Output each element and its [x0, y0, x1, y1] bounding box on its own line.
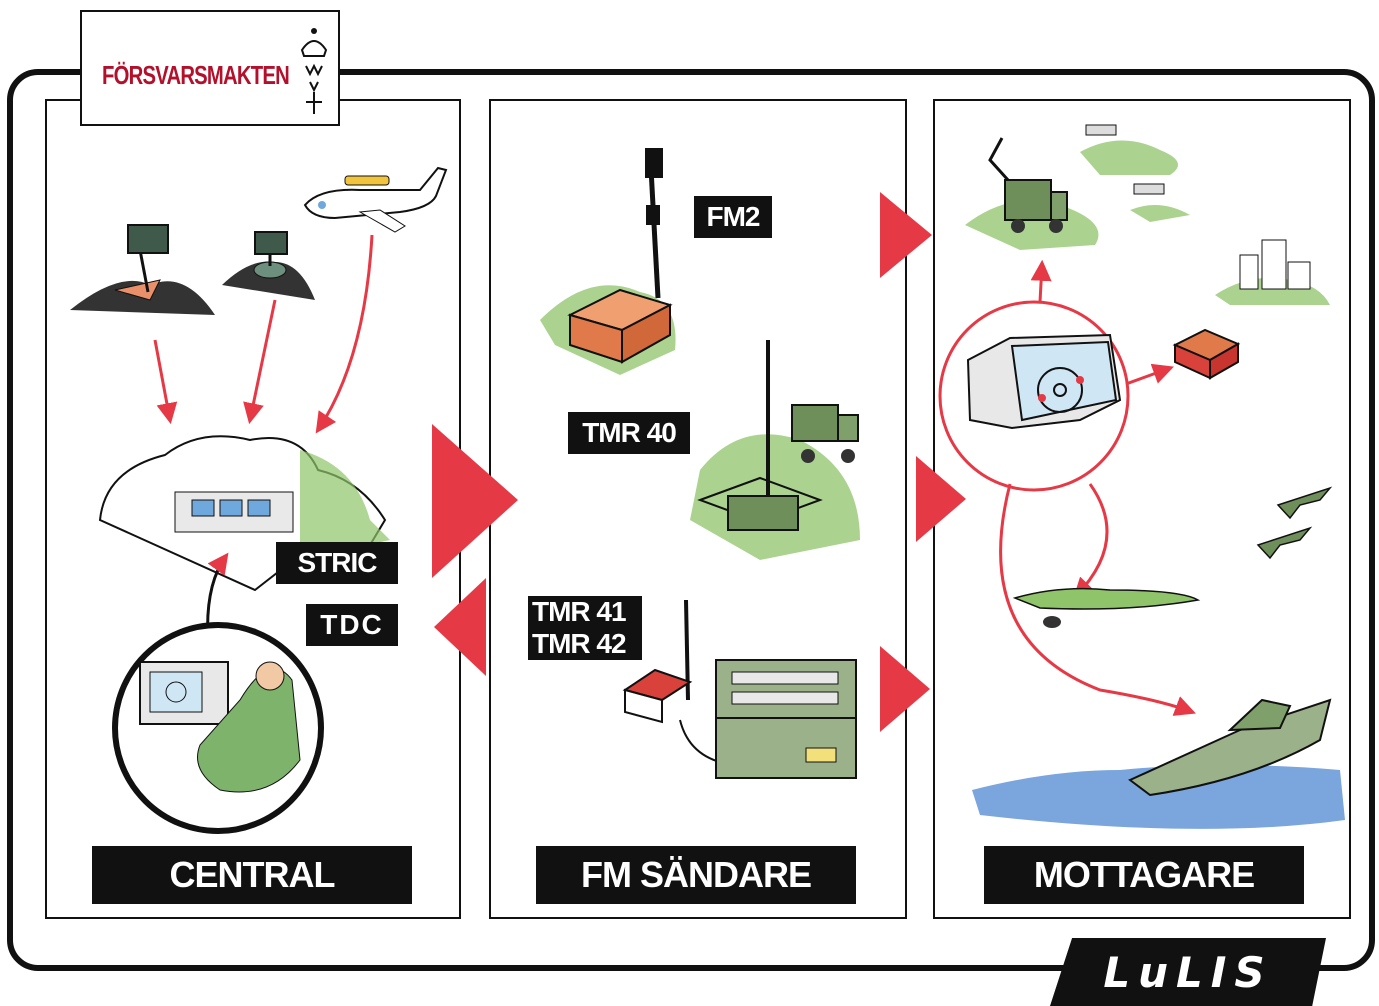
- transfer-arrow-tmr41-to-mottagare: [880, 646, 930, 732]
- transfer-arrow-fm2-to-mottagare: [880, 192, 932, 278]
- panel-title-mottagare: MOTTAGARE: [984, 846, 1304, 904]
- stric-tag: STRIC: [276, 542, 398, 584]
- city-buildings: [1215, 239, 1330, 305]
- transfer-arrow-central-to-fm: [432, 424, 518, 578]
- logo-text: FÖRSVARSMAKTEN: [102, 60, 290, 90]
- outer-frame: [7, 69, 1375, 971]
- fm2-tag: FM2: [694, 196, 772, 238]
- command-post-building: [1172, 328, 1241, 380]
- panel-title-central: CENTRAL: [92, 846, 412, 904]
- radar-station-left: [70, 224, 215, 315]
- tmr40-tag: TMR 40: [568, 412, 690, 454]
- island-terrain: [1012, 587, 1201, 628]
- receiver-truck: [965, 137, 1099, 250]
- transfer-arrow-tmr40-to-mottagare: [916, 456, 966, 542]
- fm2-transmitter-site: [540, 148, 676, 375]
- naval-vessel: [972, 698, 1345, 829]
- radar-station-center: [222, 231, 315, 300]
- receiver-display-terminal: [938, 300, 1130, 492]
- lulis-badge: LuLIS: [1050, 938, 1326, 1006]
- tmr41-tag: TMR 41: [528, 596, 642, 628]
- forsvarsmakten-logo: FÖRSVARSMAKTEN: [80, 10, 340, 126]
- central-flow-arrows: [153, 234, 374, 434]
- tmr42-tag: TMR 42: [528, 628, 642, 660]
- tdc-tag: TDC: [306, 604, 398, 646]
- fighter-aircraft: [1256, 486, 1333, 560]
- panel-title-fm-sandare: FM SÄNDARE: [536, 846, 856, 904]
- tmr41-tmr42-equipment: [622, 599, 857, 779]
- tmr40-radio-link-site: [690, 340, 860, 560]
- operator-workstation: [112, 622, 324, 834]
- crown-emblem-icon: [300, 28, 328, 114]
- aewc-aircraft: [303, 166, 448, 233]
- soldiers-with-weapons: [1080, 124, 1190, 222]
- mottagare-flow-arrows: [999, 259, 1196, 716]
- transfer-arrow-fm-to-central: [434, 578, 486, 676]
